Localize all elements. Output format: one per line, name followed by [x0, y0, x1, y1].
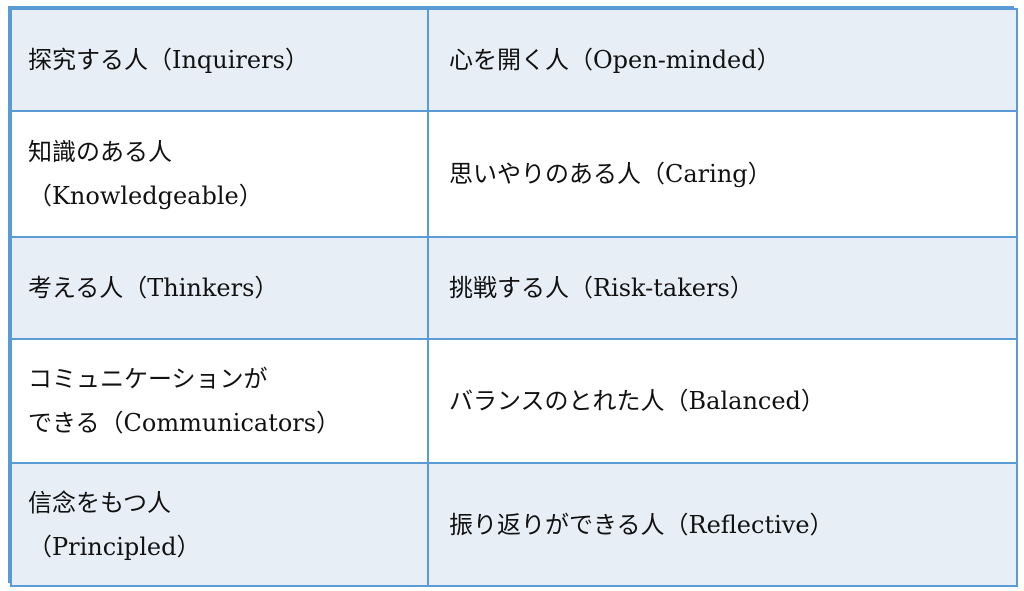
table-row: 探究する人（Inquirers） 心を開く人（Open-minded）	[10, 8, 1018, 112]
learner-profile-table-frame: 探究する人（Inquirers） 心を開く人（Open-minded） 知識のあ…	[8, 6, 1018, 587]
learner-profile-table: 探究する人（Inquirers） 心を開く人（Open-minded） 知識のあ…	[10, 8, 1018, 587]
table-cell-left: 考える人（Thinkers）	[10, 236, 429, 340]
table-row: コミュニケーションが できる（Communicators） バランスのとれた人（…	[10, 338, 1018, 464]
table-row: 信念をもつ人 （Principled） 振り返りができる人（Reflective…	[10, 462, 1018, 587]
table-row: 考える人（Thinkers） 挑戦する人（Risk-takers）	[10, 236, 1018, 340]
table-row: 知識のある人 （Knowledgeable） 思いやりのある人（Caring）	[10, 110, 1018, 238]
table-cell-left: 知識のある人 （Knowledgeable）	[10, 110, 429, 238]
table-cell-right: 思いやりのある人（Caring）	[427, 110, 1018, 238]
table-cell-left: 信念をもつ人 （Principled）	[10, 462, 429, 587]
table-cell-right: バランスのとれた人（Balanced）	[427, 338, 1018, 464]
table-cell-right: 挑戦する人（Risk-takers）	[427, 236, 1018, 340]
table-cell-left: 探究する人（Inquirers）	[10, 8, 429, 112]
table-cell-right: 振り返りができる人（Reflective）	[427, 462, 1018, 587]
table-cell-left: コミュニケーションが できる（Communicators）	[10, 338, 429, 464]
table-cell-right: 心を開く人（Open-minded）	[427, 8, 1018, 112]
